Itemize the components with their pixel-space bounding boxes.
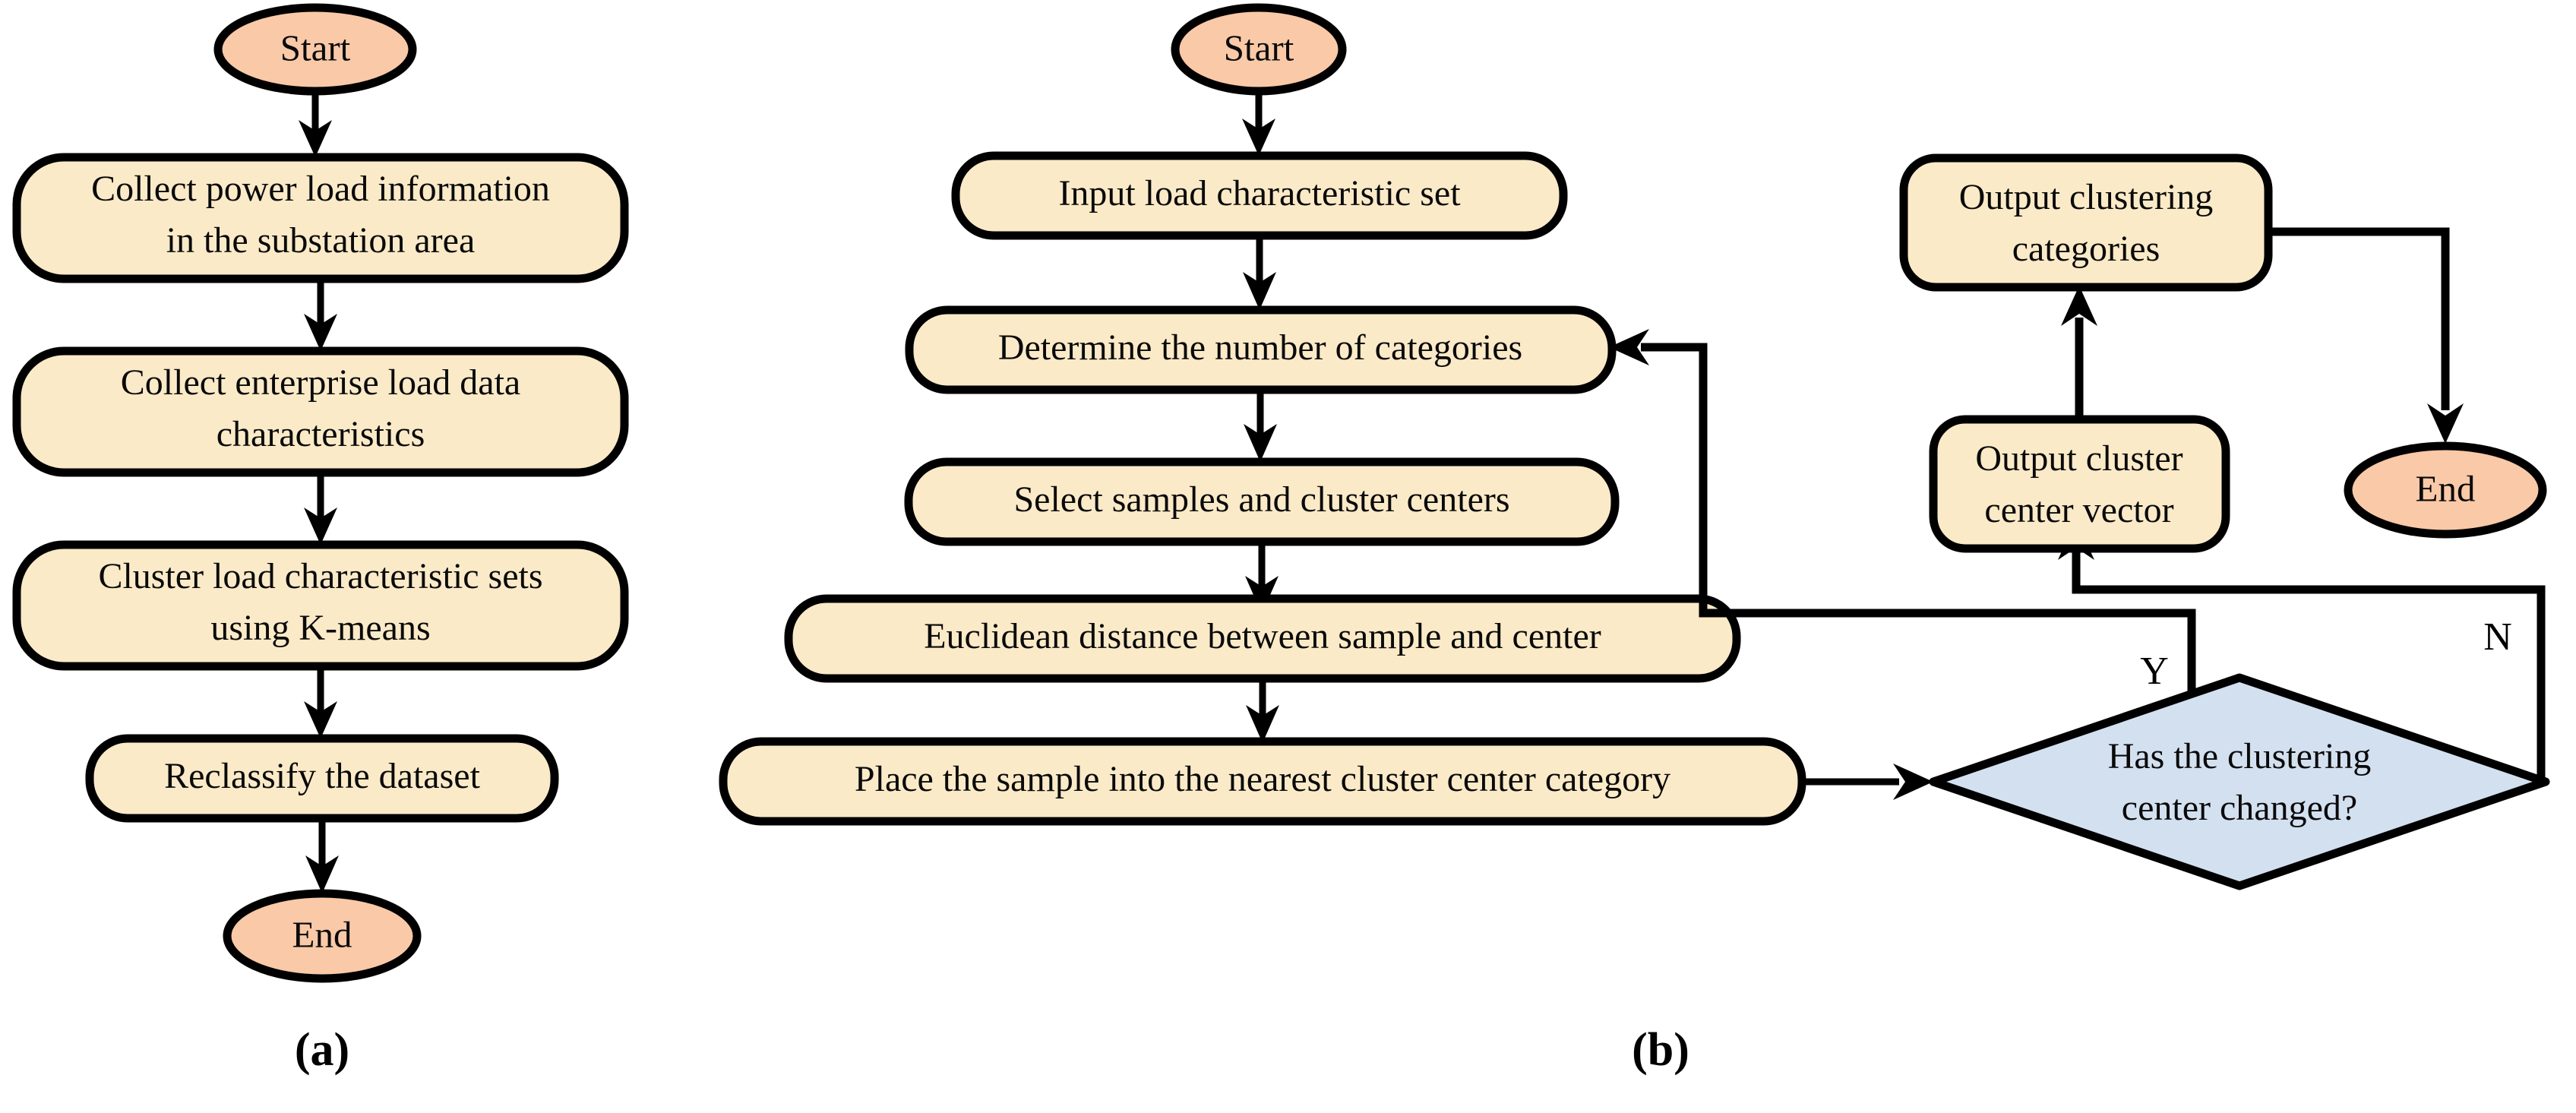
node-b-step1: Input load characteristic set (951, 151, 1568, 240)
edge-b-step2-to-step3 (1244, 390, 1277, 462)
node-a-step2: Collect enterprise load data characteris… (12, 346, 629, 477)
b-decision-yes-label: Y (2140, 650, 2169, 693)
b-step3-label: Select samples and cluster centers (1013, 479, 1509, 520)
node-a-step4: Reclassify the dataset (85, 734, 559, 823)
node-b-output-vector: Output cluster center vector (1929, 415, 2230, 553)
edge-b-start-to-step1 (1242, 90, 1275, 156)
panel-a: Start Collect power load information in … (12, 3, 629, 1076)
edge-b-categories-to-end (2268, 227, 2464, 444)
b-decision-no-label: N (2483, 615, 2512, 659)
b-out-categories-line1: Output clustering (1959, 177, 2214, 217)
edge-a-start-to-step1 (299, 90, 332, 157)
edge-b-step4-to-step5 (1246, 678, 1279, 743)
edge-b-decision-yes: Y (1609, 329, 2196, 694)
node-b-end: End (2344, 441, 2547, 539)
node-b-step3: Select samples and cluster centers (904, 457, 1620, 546)
a-end-label: End (292, 913, 352, 955)
edge-a-step3-to-step4 (304, 666, 337, 738)
b-step2-label: Determine the number of categories (998, 327, 1522, 368)
node-b-step5: Place the sample into the nearest cluste… (719, 737, 1806, 826)
panel-a-caption: (a) (295, 1024, 349, 1076)
b-decision-line1: Has the clustering (2108, 736, 2372, 776)
panel-b: Start Input load characteristic set Dete… (719, 3, 2550, 1076)
edge-b-step5-to-decision (1802, 764, 1933, 800)
a-step3-line1: Cluster load characteristic sets (98, 556, 542, 596)
edge-b-step1-to-step2 (1243, 236, 1276, 310)
b-out-vector-line1: Output cluster (1975, 438, 2182, 479)
node-b-start: Start (1171, 3, 1347, 96)
a-step2-line2: characteristics (217, 414, 425, 454)
a-step1-line1: Collect power load information (91, 169, 550, 209)
b-step5-label: Place the sample into the nearest cluste… (855, 759, 1670, 799)
node-a-start: Start (213, 3, 417, 96)
edge-a-step4-to-end (305, 818, 339, 893)
node-b-output-categories: Output clustering categories (1899, 153, 2273, 292)
node-a-end: End (223, 889, 422, 983)
b-decision-line2: center changed? (2122, 788, 2357, 828)
a-step1-line2: in the substation area (166, 220, 476, 261)
panel-b-caption: (b) (1632, 1024, 1689, 1076)
a-start-label: Start (280, 27, 351, 68)
a-step2-line1: Collect enterprise load data (121, 362, 520, 403)
node-b-decision: Has the clustering center changed? (1929, 673, 2550, 890)
edge-b-vector-to-categories (2061, 286, 2097, 419)
b-start-label: Start (1224, 27, 1294, 68)
node-a-step3: Cluster load characteristic sets using K… (12, 540, 629, 671)
b-out-categories-line2: categories (2012, 229, 2160, 269)
b-step1-label: Input load characteristic set (1058, 173, 1461, 213)
a-step3-line2: using K-means (210, 608, 430, 648)
edge-a-step1-to-step2 (304, 279, 337, 351)
b-out-vector-line2: center vector (1984, 490, 2173, 530)
node-a-step1: Collect power load information in the su… (12, 153, 629, 283)
b-end-label: End (2416, 467, 2476, 509)
node-b-step4: Euclidean distance between sample and ce… (784, 594, 1741, 683)
edge-a-step2-to-step3 (304, 473, 337, 545)
b-step4-label: Euclidean distance between sample and ce… (924, 616, 1601, 656)
a-step4-label: Reclassify the dataset (164, 756, 481, 796)
node-b-step2: Determine the number of categories (905, 305, 1617, 394)
